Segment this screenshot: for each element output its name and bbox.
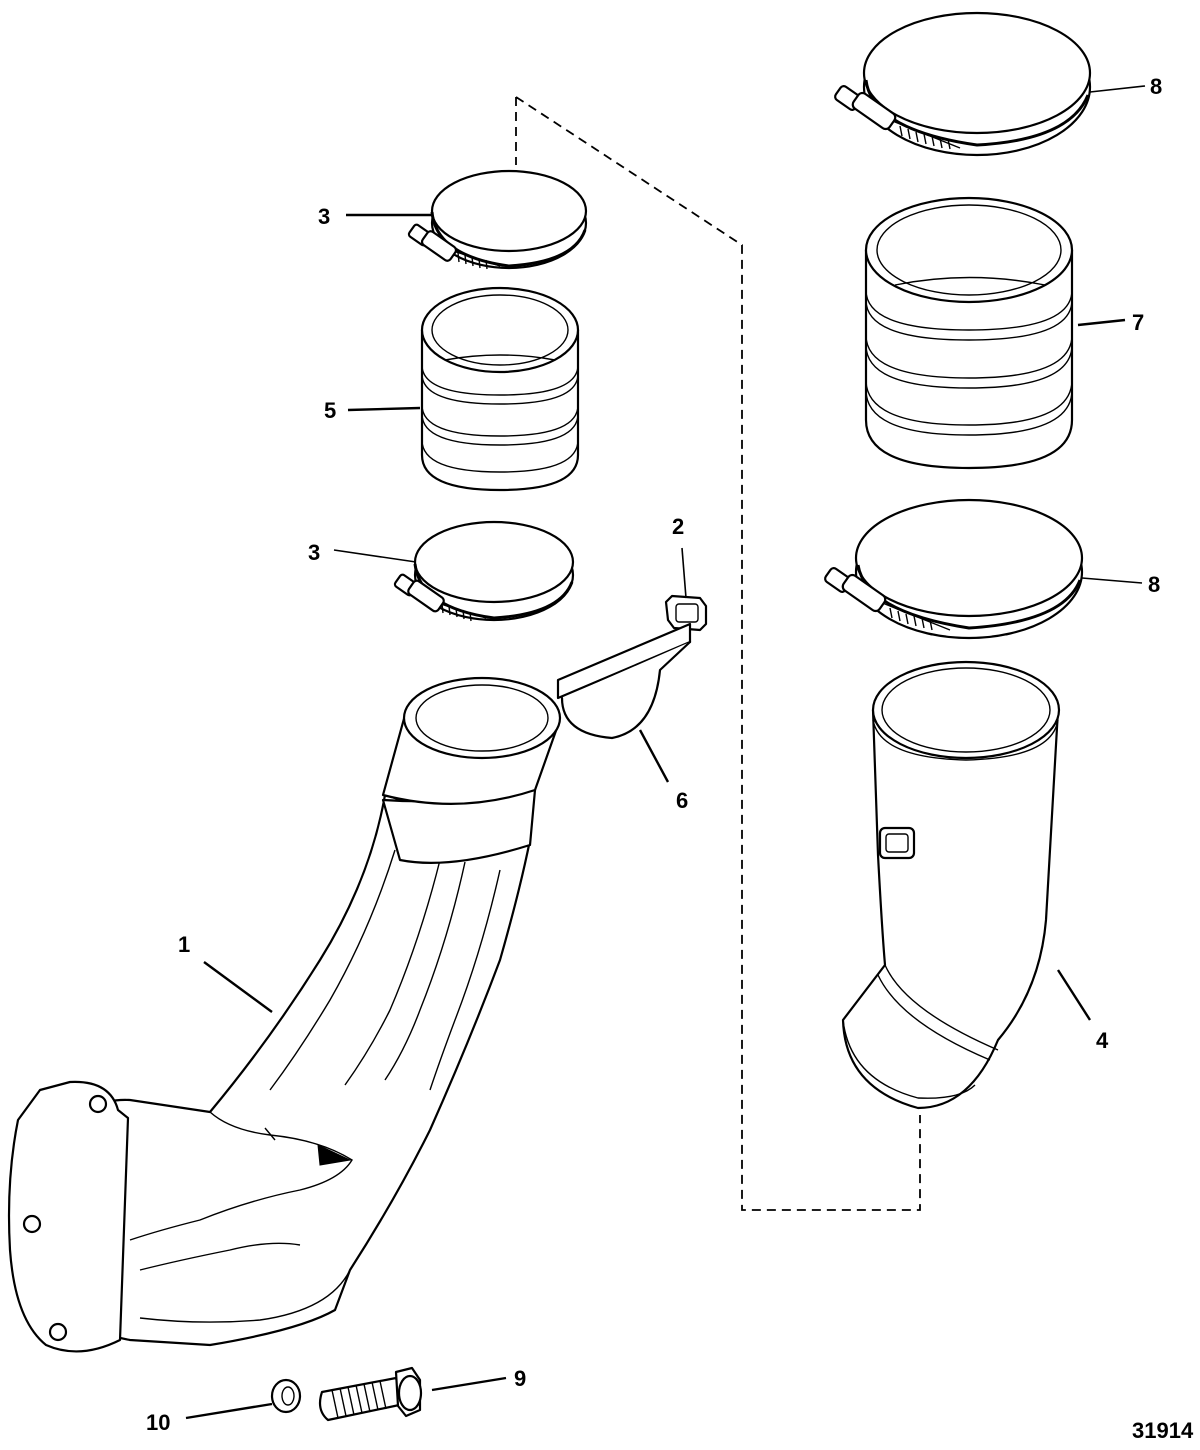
leader-6 xyxy=(638,729,670,783)
callout-3-top: 3 xyxy=(318,204,330,229)
callout-3-bottom: 3 xyxy=(308,540,320,565)
exhaust-pipe-assembly xyxy=(7,676,562,1353)
callout-10: 10 xyxy=(146,1410,170,1435)
leader-2 xyxy=(681,547,687,599)
hose-clamp-large-top xyxy=(834,11,1092,157)
hose-clamp-small-top xyxy=(407,169,588,270)
callout-7: 7 xyxy=(1132,310,1144,335)
callout-6: 6 xyxy=(676,788,688,813)
flange-bolt xyxy=(318,1366,423,1422)
leader-8b xyxy=(1081,577,1143,584)
bellows-hose-large xyxy=(864,196,1074,470)
figure-number: 31914 xyxy=(1132,1418,1194,1443)
leader-1 xyxy=(203,961,273,1013)
callout-2: 2 xyxy=(672,514,684,539)
exhaust-elbow-tube xyxy=(841,660,1061,1110)
bellows-hose-small xyxy=(420,286,580,492)
callout-5: 5 xyxy=(324,398,336,423)
assembly-dashed-line xyxy=(515,96,921,1211)
hose-clamp-small-bottom xyxy=(393,520,575,622)
callout-8-top: 8 xyxy=(1150,74,1162,99)
leader-9 xyxy=(431,1376,507,1392)
leader-8a xyxy=(1089,85,1146,93)
leader-3b xyxy=(333,549,417,563)
flapper-plate xyxy=(556,622,692,740)
leader-10 xyxy=(185,1402,273,1420)
hose-clamp-large-bottom xyxy=(824,498,1084,640)
leader-7 xyxy=(1077,318,1126,327)
callout-9: 9 xyxy=(514,1366,526,1391)
grommet xyxy=(664,594,708,632)
callout-1: 1 xyxy=(178,932,190,957)
leader-4 xyxy=(1056,969,1092,1021)
lock-washer xyxy=(270,1378,302,1414)
callout-8-bottom: 8 xyxy=(1148,572,1160,597)
leader-5 xyxy=(347,406,421,412)
callout-4: 4 xyxy=(1096,1028,1109,1053)
